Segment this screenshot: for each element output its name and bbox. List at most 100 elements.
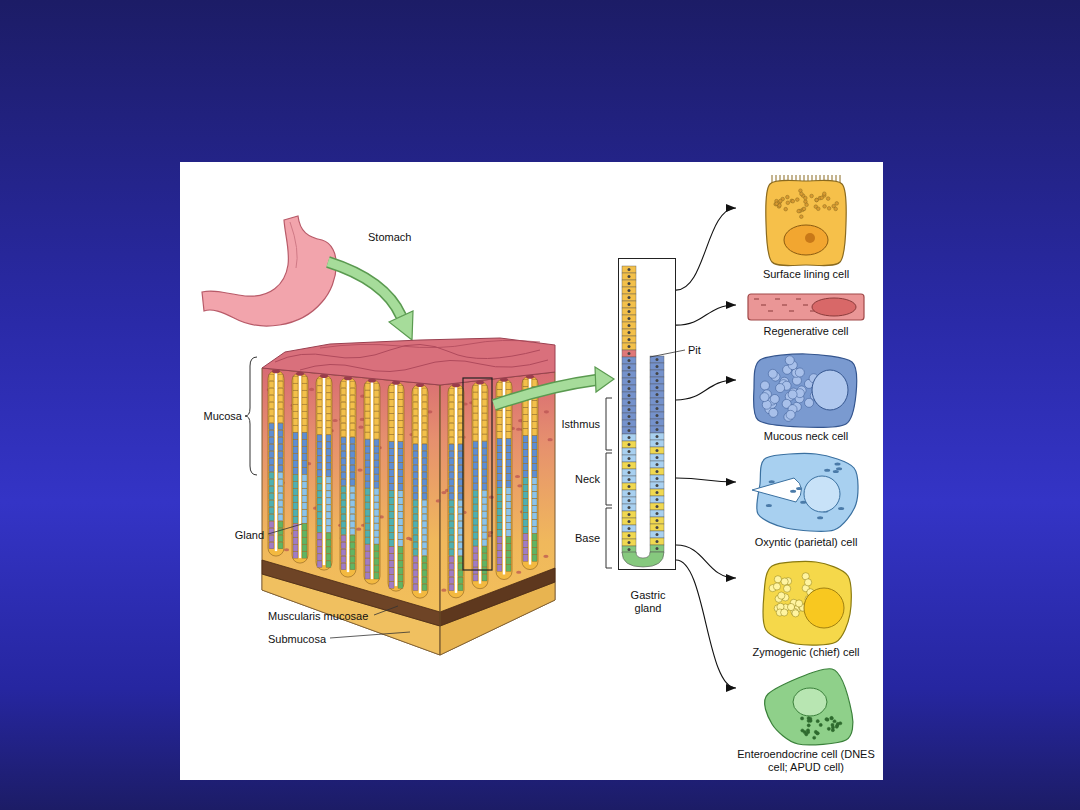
- cell-picture: [736, 350, 876, 430]
- gland-cell: [482, 483, 487, 490]
- gland-cell: [341, 409, 346, 416]
- gland-cell: [532, 429, 537, 436]
- gland-tube: [364, 380, 380, 585]
- granule: [816, 720, 819, 723]
- granule: [813, 736, 816, 739]
- cell-drawing: [748, 294, 864, 320]
- gland-cell: [389, 540, 394, 547]
- gland-cell: [523, 429, 528, 436]
- gland-cell: [341, 486, 346, 493]
- capillary: [516, 571, 521, 574]
- gland-cell: [278, 444, 283, 451]
- part-label: Stomach: [368, 230, 411, 244]
- gland-cell: [532, 527, 537, 534]
- gland-cell: [326, 547, 331, 554]
- gland-cell: [389, 414, 394, 421]
- gland-cell: [365, 482, 370, 489]
- gland-cell: [293, 510, 298, 517]
- cell-nucleus: [628, 499, 631, 502]
- capillary: [543, 555, 548, 558]
- gland-cell: [317, 547, 322, 554]
- gland-cell: [413, 542, 418, 549]
- gland-cell: [473, 413, 478, 420]
- cell-drawing: [765, 669, 853, 745]
- gland-cell: [449, 521, 454, 528]
- gland-cell: [523, 380, 528, 387]
- gland-cell: [302, 426, 307, 433]
- gland-cell: [532, 408, 537, 415]
- gland-cell: [458, 549, 463, 556]
- cell-nucleus: [656, 456, 659, 459]
- gland-cell: [293, 524, 298, 531]
- gland-cell: [449, 500, 454, 507]
- gland-cell: [317, 414, 322, 421]
- part-label: Neck: [575, 472, 600, 486]
- cell-nucleus: [628, 527, 631, 530]
- granule: [785, 356, 794, 365]
- gland-cell: [449, 486, 454, 493]
- gland-cell: [374, 496, 379, 503]
- gland-cell: [341, 556, 346, 563]
- gland-cell: [449, 549, 454, 556]
- gland-cell: [497, 383, 502, 390]
- block-edge: [440, 385, 441, 655]
- capillary: [547, 438, 552, 441]
- gland-cell: [278, 409, 283, 416]
- gland-cell: [374, 440, 379, 447]
- gland-cell: [293, 489, 298, 496]
- epithelial-cell: [650, 454, 664, 461]
- part-label: Pit: [688, 343, 701, 357]
- gland-cell: [269, 444, 274, 451]
- cell-nucleus: [656, 414, 659, 417]
- granule: [805, 203, 809, 207]
- gland-cell: [269, 437, 274, 444]
- gland-cell: [482, 406, 487, 413]
- gland-cell: [473, 455, 478, 462]
- gland-cell: [449, 402, 454, 409]
- gland-tube: [448, 384, 464, 598]
- epithelial-cell: [650, 363, 664, 370]
- gland-cell: [389, 519, 394, 526]
- granule: [770, 394, 779, 403]
- gland-cell: [473, 448, 478, 455]
- gland-cell: [278, 472, 283, 479]
- gland-cell: [506, 495, 511, 502]
- gland-cell: [482, 448, 487, 455]
- region-bracket: [606, 398, 612, 450]
- cell-nucleus: [628, 338, 631, 341]
- cell-nucleus: [628, 380, 631, 383]
- granule: [804, 196, 808, 200]
- gland-cell: [326, 505, 331, 512]
- gland-cell: [365, 559, 370, 566]
- cell-nucleus: [656, 435, 659, 438]
- granule: [802, 207, 806, 211]
- gland-cell: [482, 462, 487, 469]
- gland-cell: [365, 573, 370, 580]
- gland-cell: [293, 384, 298, 391]
- gland-cell: [350, 423, 355, 430]
- granule: [781, 578, 788, 585]
- gland-cell: [422, 493, 427, 500]
- gland-cell: [532, 443, 537, 450]
- granule: [833, 720, 836, 723]
- gland-cell: [523, 499, 528, 506]
- gland-tube: [340, 377, 356, 577]
- gland-cell: [497, 488, 502, 495]
- cell-nucleus: [656, 526, 659, 529]
- gland-cell: [317, 498, 322, 505]
- epithelial-cell: [622, 280, 636, 287]
- gland-cell: [506, 544, 511, 551]
- cell-nucleus: [656, 463, 659, 466]
- surface-fold: [320, 340, 540, 348]
- gland-cell: [389, 421, 394, 428]
- gland-cell: [473, 567, 478, 574]
- gland-cell: [497, 446, 502, 453]
- gland-cell: [532, 541, 537, 548]
- cell-figure: Oxyntic (parietal) cell: [736, 448, 876, 549]
- mucosal-surface: [262, 338, 555, 385]
- gland-cell: [326, 519, 331, 526]
- epithelial-cell: [650, 538, 664, 545]
- cell-nucleus: [628, 310, 631, 313]
- gland-tube: [472, 381, 488, 588]
- gland-cell: [482, 490, 487, 497]
